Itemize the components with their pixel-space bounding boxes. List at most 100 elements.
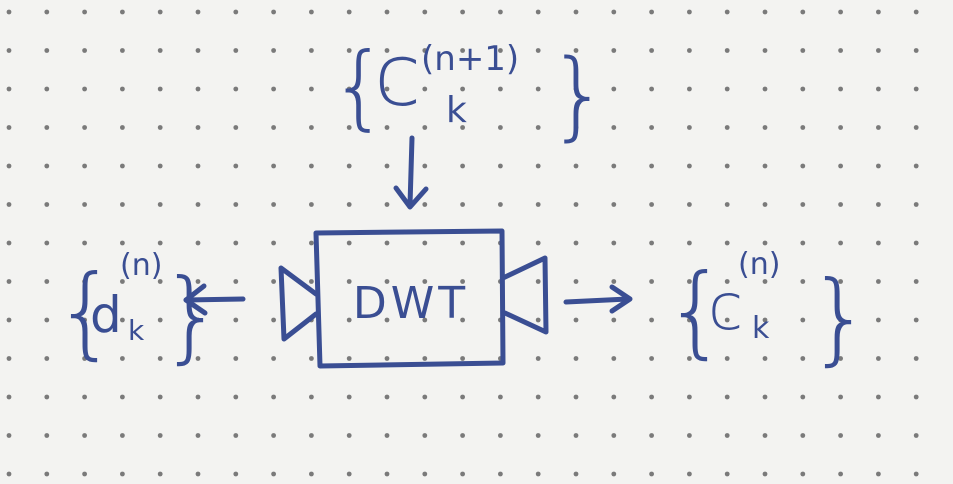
grid-dot — [800, 48, 806, 53]
dot-grid-background — [6, 9, 919, 477]
grid-dot — [800, 394, 806, 400]
grid-dot — [346, 433, 352, 438]
grid-dot — [346, 9, 352, 15]
grid-dot — [687, 356, 692, 361]
grid-dot — [6, 279, 12, 284]
grid-dot — [157, 471, 163, 477]
grid-dot — [309, 240, 314, 246]
grid-dot — [384, 202, 390, 207]
grid-dot — [271, 202, 276, 207]
grid-dot — [346, 125, 352, 130]
grid-dot — [422, 433, 428, 438]
dwt-label: DWT — [353, 278, 469, 329]
detail-arrow — [183, 283, 246, 316]
approx-symbol: c — [708, 271, 743, 345]
grid-dot — [384, 471, 390, 477]
grid-dot — [573, 279, 579, 284]
grid-dot — [82, 279, 87, 284]
grid-dot — [195, 317, 201, 323]
grid-dot — [838, 240, 843, 246]
grid-dot — [762, 356, 768, 361]
grid-dot — [233, 317, 239, 323]
input-coefficients: { c (n+1) k } — [330, 26, 609, 151]
grid-dot — [309, 9, 314, 15]
grid-dot — [44, 471, 50, 477]
grid-dot — [838, 163, 843, 169]
grid-dot — [346, 86, 352, 92]
grid-dot — [157, 240, 163, 246]
grid-dot — [44, 48, 50, 53]
grid-dot — [44, 163, 50, 169]
grid-dot — [876, 86, 881, 92]
grid-dot — [800, 163, 806, 169]
approx-close-brace: } — [808, 259, 872, 376]
grid-dot — [876, 125, 881, 130]
grid-dot — [346, 394, 352, 400]
grid-dot — [120, 86, 125, 92]
grid-dot — [346, 48, 352, 53]
grid-dot — [876, 471, 881, 477]
grid-dot — [82, 317, 87, 323]
grid-dot — [157, 48, 163, 53]
grid-dot — [460, 279, 465, 284]
grid-dot — [422, 9, 428, 15]
grid-dot — [6, 317, 12, 323]
grid-dot — [271, 86, 276, 92]
grid-dot — [44, 317, 50, 323]
grid-dot — [120, 240, 125, 246]
approx-subscript: k — [752, 311, 770, 346]
grid-dot — [913, 125, 919, 130]
grid-dot — [157, 279, 163, 284]
grid-dot — [384, 433, 390, 438]
grid-dot — [6, 394, 12, 400]
grid-dot — [460, 471, 465, 477]
grid-dot — [460, 394, 465, 400]
detail-close-brace: } — [160, 257, 224, 374]
grid-dot — [498, 471, 503, 477]
grid-dot — [535, 9, 541, 15]
grid-dot — [384, 317, 390, 323]
approx-arrow — [563, 284, 633, 314]
grid-dot — [157, 163, 163, 169]
grid-dot — [535, 163, 541, 169]
grid-dot — [535, 202, 541, 207]
grid-dot — [157, 125, 163, 130]
grid-dot — [6, 163, 12, 169]
grid-dot — [422, 317, 428, 323]
grid-dot — [384, 86, 390, 92]
grid-dot — [195, 240, 201, 246]
input-open-brace: { — [330, 33, 389, 140]
grid-dot — [535, 394, 541, 400]
grid-dot — [913, 433, 919, 438]
grid-dot — [762, 9, 768, 15]
grid-dot — [724, 433, 730, 438]
grid-dot — [913, 279, 919, 284]
grid-dot — [82, 240, 87, 246]
grid-dot — [233, 433, 239, 438]
grid-dot — [687, 9, 692, 15]
grid-dot — [649, 356, 654, 361]
grid-dot — [44, 202, 50, 207]
grid-dot — [309, 48, 314, 53]
grid-dot — [535, 86, 541, 92]
input-arrow — [393, 135, 429, 210]
grid-dot — [762, 163, 768, 169]
grid-dot — [611, 125, 617, 130]
grid-dot — [535, 48, 541, 53]
grid-dot — [195, 86, 201, 92]
grid-dot — [762, 433, 768, 438]
grid-dot — [649, 240, 654, 246]
grid-dot — [233, 356, 239, 361]
grid-dot — [120, 433, 125, 438]
grid-dot — [800, 240, 806, 246]
grid-dot — [611, 356, 617, 361]
grid-dot — [498, 125, 503, 130]
grid-dot — [649, 202, 654, 207]
grid-dot — [687, 163, 692, 169]
grid-dot — [498, 433, 503, 438]
grid-dot — [649, 394, 654, 400]
dwt-block: DWT — [313, 228, 506, 369]
grid-dot — [6, 86, 12, 92]
approx-output-port — [500, 255, 549, 335]
